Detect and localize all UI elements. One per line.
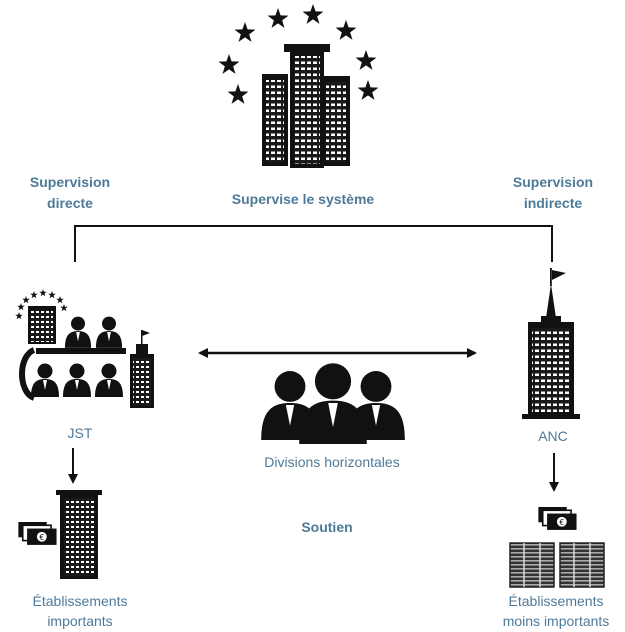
people-group-icon <box>261 363 405 444</box>
supervision-directe-label-line1: Supervision <box>30 174 110 190</box>
jst-team-icon <box>15 289 154 408</box>
divisions-horizontales-label: Divisions horizontales <box>264 454 399 470</box>
etablissements-moins-importants-label-line1: Établissements <box>509 593 604 609</box>
supervise-systeme-label: Supervise le système <box>232 191 375 207</box>
supervision-bracket-line <box>74 225 553 262</box>
large-bank-building-icon <box>56 490 102 579</box>
banknote-icon-left <box>18 522 58 546</box>
ecb-building-with-stars-icon <box>218 4 379 168</box>
etablissements-moins-importants-label-line2: moins importants <box>503 613 610 629</box>
supervision-directe-label-line2: directe <box>47 195 93 211</box>
small-bank-buildings-icon <box>509 542 605 588</box>
etablissements-importants-label-line1: Établissements <box>33 593 128 609</box>
anc-label: ANC <box>538 428 568 444</box>
anc-tower-icon <box>522 268 580 419</box>
supervision-indirecte-label-line2: indirecte <box>524 195 583 211</box>
etablissements-importants-label-line2: importants <box>47 613 112 629</box>
supervision-indirecte-label-line1: Supervision <box>513 174 593 190</box>
banknote-icon-right <box>538 507 578 531</box>
soutien-label: Soutien <box>301 519 352 535</box>
jst-label: JST <box>68 425 93 441</box>
